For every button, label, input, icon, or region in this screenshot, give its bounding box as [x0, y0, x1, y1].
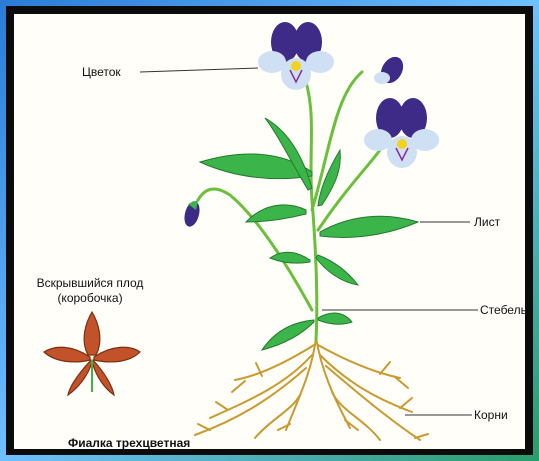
label-stem: Стебель	[480, 303, 527, 317]
label-fruit-line2: (коробочка)	[57, 291, 122, 305]
caption: Фиалка трехцветная	[68, 436, 190, 450]
label-flower: Цветок	[82, 65, 121, 79]
label-roots: Корни	[474, 408, 508, 422]
label-leaf: Лист	[474, 215, 501, 229]
paper-background	[14, 14, 525, 449]
label-fruit-line1: Вскрывшийся плод	[37, 276, 144, 290]
